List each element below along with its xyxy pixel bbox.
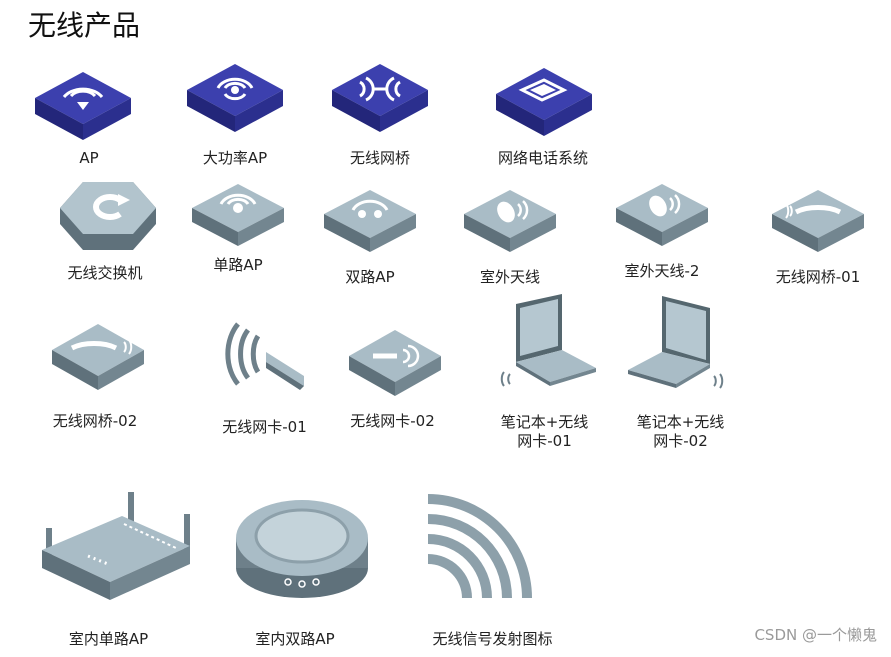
laptop-nic-01-icon: [500, 294, 596, 387]
wireless-bridge-01-icon: [772, 190, 864, 252]
laptop-nic-02-icon: [628, 296, 724, 389]
item-label: 单路AP: [213, 256, 263, 274]
item-label: 无线网桥-02: [52, 412, 138, 430]
wireless-switch-icon: [60, 182, 156, 250]
item-label: 笔记本+无线 网卡-02: [636, 413, 725, 450]
indoor-dual-ap-icon: [236, 500, 368, 598]
outdoor-antenna-2-icon: [616, 184, 708, 246]
single-ap-icon: [192, 184, 284, 246]
item-label: 无线网桥: [349, 149, 410, 167]
item-label: 室外天线: [479, 268, 540, 286]
item-label: 室外天线-2: [624, 262, 700, 280]
item-label: 无线网卡-02: [350, 412, 435, 430]
item-label: 大功率AP: [202, 149, 268, 167]
voip-system-icon: [496, 68, 592, 136]
item-label: 无线信号发射图标: [432, 630, 553, 648]
item-label: 双路AP: [345, 268, 395, 286]
item-label: 无线网桥-01: [775, 268, 861, 286]
wireless-bridge-icon: [332, 64, 428, 132]
item-label: 无线交换机: [67, 264, 143, 282]
item-label: 室内双路AP: [255, 630, 335, 648]
item-label: 室内单路AP: [68, 630, 149, 648]
item-label: AP: [79, 149, 99, 167]
page-title: 无线产品: [28, 9, 141, 42]
high-power-ap-icon: [187, 64, 283, 132]
ap-icon: [35, 72, 131, 140]
item-label: 无线网卡-01: [222, 418, 307, 436]
wireless-nic-01-icon: [225, 322, 304, 390]
watermark: CSDN @一个懒鬼: [754, 626, 877, 644]
wireless-nic-02-icon: [349, 330, 441, 396]
indoor-single-ap-icon: [42, 492, 190, 600]
outdoor-antenna-icon: [464, 190, 556, 252]
wireless-signal-icon: [428, 494, 532, 598]
wireless-bridge-02-icon: [52, 324, 144, 390]
dual-ap-icon: [324, 190, 416, 252]
item-label: 网络电话系统: [497, 149, 588, 167]
item-label: 笔记本+无线 网卡-01: [500, 413, 589, 450]
